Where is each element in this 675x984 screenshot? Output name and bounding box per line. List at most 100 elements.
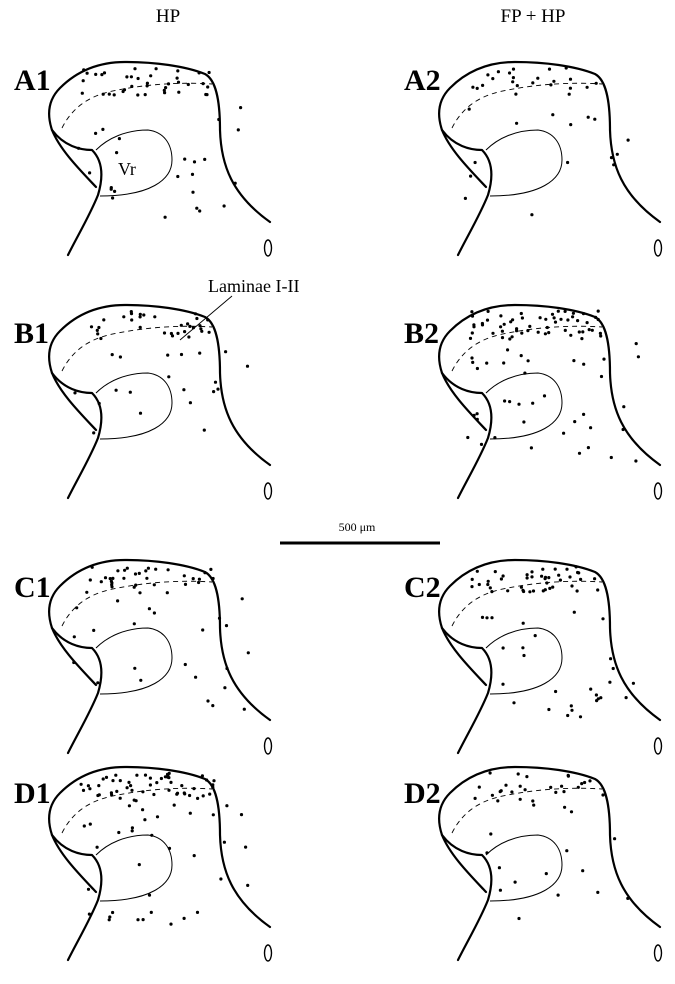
labelled-neuron-dot — [547, 576, 550, 579]
labelled-neuron-dot — [167, 568, 170, 571]
labelled-neuron-dot — [108, 918, 111, 921]
labelled-neuron-dot — [476, 87, 479, 90]
labelled-neuron-dot — [551, 586, 554, 589]
labelled-neuron-dot — [570, 704, 573, 707]
labelled-neuron-dot — [593, 118, 596, 121]
labelled-neuron-dot — [109, 577, 112, 580]
labelled-neuron-dot — [576, 319, 579, 322]
labelled-neuron-dot — [504, 784, 507, 787]
labelled-neuron-dot — [166, 354, 169, 357]
labelled-neuron-dot — [119, 797, 122, 800]
labelled-neuron-dot — [568, 93, 571, 96]
labelled-neuron-dot — [548, 68, 551, 71]
labelled-neuron-dot — [499, 314, 502, 317]
panel-c1: C1 — [14, 560, 272, 754]
labelled-neuron-dot — [502, 646, 505, 649]
labelled-neuron-dot — [537, 331, 540, 334]
labelled-neuron-dot — [523, 372, 526, 375]
labelled-neuron-dot — [510, 790, 513, 793]
labelled-neuron-dot — [145, 577, 148, 580]
labelled-neuron-dot — [595, 699, 598, 702]
labelled-neuron-dot — [485, 616, 488, 619]
labelled-neuron-dot — [183, 791, 186, 794]
labelled-neuron-dot — [208, 71, 211, 74]
labelled-neuron-dot — [534, 634, 537, 637]
labelled-neuron-dot — [191, 173, 194, 176]
labelled-neuron-dot — [134, 584, 137, 587]
dot-cluster — [80, 772, 250, 926]
labelled-neuron-dot — [565, 66, 568, 69]
labelled-neuron-dot — [567, 775, 570, 778]
labelled-neuron-dot — [582, 363, 585, 366]
labelled-neuron-dot — [570, 709, 573, 712]
labelled-neuron-dot — [72, 661, 75, 664]
labelled-neuron-dot — [201, 628, 204, 631]
labelled-neuron-dot — [468, 108, 471, 111]
labelled-neuron-dot — [485, 362, 488, 365]
labelled-neuron-dot — [110, 581, 113, 584]
labelled-neuron-dot — [469, 337, 472, 340]
labelled-neuron-dot — [202, 82, 205, 85]
labelled-neuron-dot — [197, 581, 200, 584]
labelled-neuron-dot — [632, 682, 635, 685]
labelled-neuron-dot — [515, 122, 518, 125]
labelled-neuron-dot — [205, 778, 208, 781]
labelled-neuron-dot — [146, 82, 149, 85]
labelled-neuron-dot — [577, 571, 580, 574]
labelled-neuron-dot — [497, 70, 500, 73]
labelled-neuron-dot — [183, 574, 186, 577]
labelled-neuron-dot — [564, 329, 567, 332]
column-header-fp-hp: FP + HP — [501, 6, 566, 27]
labelled-neuron-dot — [130, 312, 133, 315]
labelled-neuron-dot — [87, 888, 90, 891]
panel-d1: D1 — [14, 767, 272, 961]
labelled-neuron-dot — [126, 786, 129, 789]
labelled-neuron-dot — [139, 679, 142, 682]
labelled-neuron-dot — [91, 566, 94, 569]
labelled-neuron-dot — [545, 581, 548, 584]
labelled-neuron-dot — [219, 877, 222, 880]
labelled-neuron-dot — [485, 851, 488, 854]
labelled-neuron-dot — [517, 772, 520, 775]
labelled-neuron-dot — [494, 570, 497, 573]
labelled-neuron-dot — [239, 106, 242, 109]
labelled-neuron-dot — [212, 577, 215, 580]
labelled-neuron-dot — [96, 846, 99, 849]
labelled-neuron-dot — [92, 629, 95, 632]
labelled-neuron-dot — [164, 216, 167, 219]
panel-label: C1 — [14, 571, 51, 604]
labelled-neuron-dot — [578, 330, 581, 333]
labelled-neuron-dot — [599, 334, 602, 337]
labelled-neuron-dot — [516, 84, 519, 87]
labelled-neuron-dot — [176, 332, 179, 335]
labelled-neuron-dot — [149, 777, 152, 780]
labelled-neuron-dot — [472, 325, 475, 328]
labelled-neuron-dot — [471, 86, 474, 89]
labelled-neuron-dot — [164, 86, 167, 89]
labelled-neuron-dot — [123, 88, 126, 91]
labelled-neuron-dot — [524, 788, 527, 791]
labelled-neuron-dot — [582, 413, 585, 416]
labelled-neuron-dot — [160, 777, 163, 780]
labelled-neuron-dot — [575, 565, 578, 568]
labelled-neuron-dot — [82, 68, 85, 71]
labelled-neuron-dot — [184, 663, 187, 666]
labelled-neuron-dot — [464, 197, 467, 200]
labelled-neuron-dot — [94, 132, 97, 135]
labelled-neuron-dot — [502, 361, 505, 364]
labelled-neuron-dot — [96, 681, 99, 684]
labelled-neuron-dot — [613, 837, 616, 840]
labelled-neuron-dot — [101, 128, 104, 131]
labelled-neuron-dot — [625, 696, 628, 699]
labelled-neuron-dot — [96, 332, 99, 335]
spinal-outline — [49, 305, 271, 499]
labelled-neuron-dot — [137, 77, 140, 80]
column-header-hp: HP — [156, 6, 180, 27]
labelled-neuron-dot — [200, 330, 203, 333]
labelled-neuron-dot — [88, 171, 91, 174]
labelled-neuron-dot — [127, 781, 130, 784]
panel-a2: A2 — [404, 62, 662, 256]
labelled-neuron-dot — [87, 784, 90, 787]
labelled-neuron-dot — [118, 137, 121, 140]
labelled-neuron-dot — [616, 153, 619, 156]
